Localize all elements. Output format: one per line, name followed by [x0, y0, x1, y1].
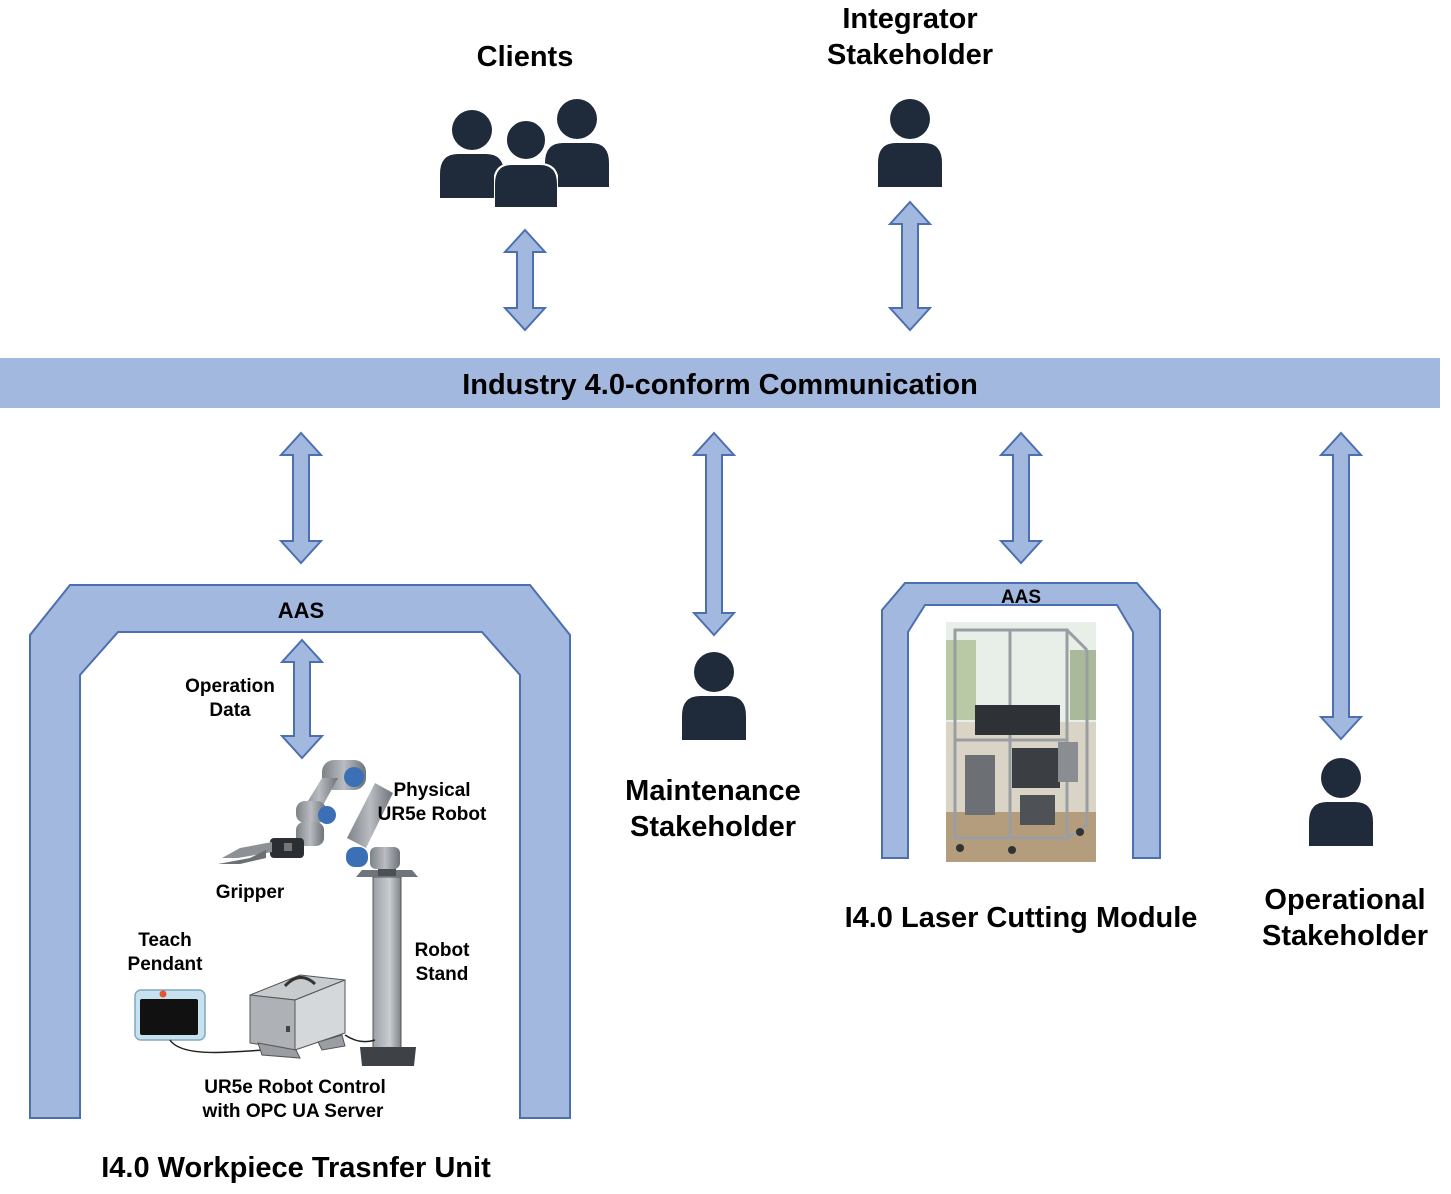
- transfer-unit-title: I4.0 Workpiece Trasnfer Unit: [101, 1152, 491, 1184]
- integrator-comm-arrow: [887, 200, 933, 332]
- robot-label-line2: UR5e Robot: [378, 804, 487, 825]
- laser-module-aas-label: AAS: [1001, 587, 1041, 608]
- operational-label-line1: Operational: [1264, 884, 1425, 916]
- robot-label-line1: Physical: [393, 780, 470, 801]
- transfer-unit-aas-label: AAS: [278, 598, 324, 623]
- maintenance-person-icon: [682, 652, 746, 740]
- robot-stand-image: [356, 868, 418, 1066]
- robot-control-label-line2: with OPC UA Server: [202, 1101, 385, 1122]
- operation-data-arrow: [279, 638, 325, 760]
- laser-module-comm-target-spacer: [0, 2, 64, 90]
- integrator-person-icon: [878, 99, 942, 187]
- operation-data-label-line1: Operation: [185, 676, 275, 697]
- clients-comm-arrow: [502, 228, 548, 332]
- robot-control-box-image: [249, 974, 376, 1059]
- robot-stand-label-line1: Robot: [415, 940, 471, 961]
- gripper-label: Gripper: [216, 882, 285, 903]
- clients-group-icon: [440, 99, 609, 208]
- robot-control-label-line1: UR5e Robot Control: [204, 1077, 386, 1098]
- transfer-unit-comm-arrow: [278, 431, 324, 565]
- maintenance-comm-arrow: [691, 431, 737, 637]
- teach-pendant-label-line1: Teach: [138, 930, 192, 951]
- clients-label: Clients: [477, 41, 574, 73]
- integrator-label-line1: Integrator: [842, 3, 977, 35]
- teach-pendant-image: [134, 989, 301, 1054]
- integrator-label-line2: Stakeholder: [827, 39, 993, 71]
- operational-comm-arrow: [1318, 431, 1364, 741]
- laser-cutting-module-photo: [946, 622, 1096, 862]
- operation-data-label-line2: Data: [209, 700, 251, 721]
- maintenance-label-line1: Maintenance: [625, 775, 801, 807]
- laser-module-aas-frame: [881, 582, 1161, 859]
- laser-module-comm-arrow: [998, 431, 1044, 565]
- maintenance-label-line2: Stakeholder: [630, 811, 796, 843]
- transfer-unit-aas-frame: [29, 584, 571, 1119]
- robot-stand-label-line2: Stand: [416, 964, 469, 985]
- operational-label-line2: Stakeholder: [1262, 920, 1428, 952]
- operational-person-icon: [1309, 758, 1373, 846]
- teach-pendant-label-line2: Pendant: [128, 954, 204, 975]
- ur5e-robot-image: [218, 760, 400, 869]
- laser-module-title: I4.0 Laser Cutting Module: [845, 902, 1198, 934]
- communication-bar-label: Industry 4.0-conform Communication: [462, 369, 978, 401]
- communication-bar: [0, 358, 1440, 408]
